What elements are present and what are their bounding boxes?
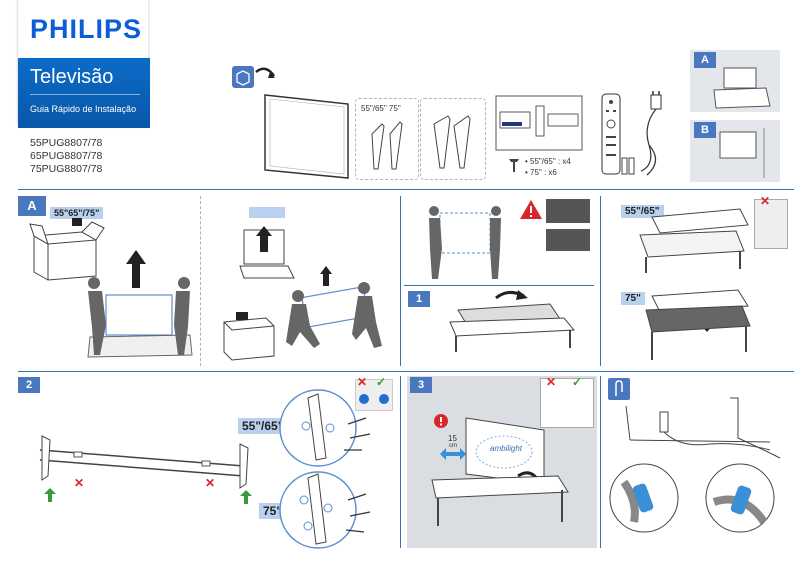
correct-icon: ✓ (376, 375, 386, 389)
warning-detail-image (546, 229, 590, 251)
model-number: 75PUG8807/78 (30, 163, 102, 175)
step-1-badge: 1 (408, 291, 430, 307)
box-bottom-illustration (222, 312, 278, 362)
box-open-illustration (30, 222, 100, 282)
tv-on-table-55-65-illustration (640, 205, 750, 275)
screw-count: • 55"/65" : x4 (525, 157, 571, 166)
lay-tv-on-table-illustration (446, 290, 586, 354)
tabletop-illustration (712, 66, 772, 110)
warning-detail-image (546, 199, 590, 223)
size-label: 55"65"/75" (50, 207, 103, 219)
panel-divider (600, 376, 601, 548)
tv-on-table-75-illustration (646, 290, 756, 362)
screw-count: • 75" : x6 (525, 168, 557, 177)
stand-size-label: 55"/65" 75" (361, 104, 401, 113)
correct-icon: ✓ (572, 375, 582, 389)
zoom-detail-75 (278, 470, 378, 550)
two-people-carry-illustration (420, 205, 510, 281)
size-label-large: 75" (621, 292, 645, 305)
manual-illustration (496, 96, 586, 154)
model-number: 65PUG8807/78 (30, 150, 102, 162)
cable-routing-illustration (620, 398, 790, 458)
option-b-badge: B (694, 122, 716, 138)
screw-icon (507, 155, 521, 175)
tv-with-ambilight-illustration (432, 418, 582, 528)
panel-divider (600, 196, 601, 366)
wall-mount-illustration (718, 128, 778, 178)
section-a-badge: A (18, 196, 46, 216)
incorrect-icon: ✕ (357, 375, 367, 389)
incorrect-icon: ✕ (205, 476, 215, 490)
tv-panel-illustration (262, 92, 352, 182)
panel-divider (400, 376, 401, 548)
panel-divider (400, 196, 401, 366)
ambilight-logo-text: ambilight (490, 444, 522, 453)
size-label-blank (249, 207, 285, 218)
stand-leg-illustration (364, 114, 414, 174)
incorrect-icon: ✕ (74, 476, 84, 490)
model-number: 55PUG8807/78 (30, 137, 102, 149)
guide-title: Guia Rápido de Instalação (30, 104, 136, 114)
zoom-detail-55-65 (278, 388, 378, 468)
title-divider (30, 94, 140, 95)
cable-clip-icon (608, 378, 630, 400)
two-people-lifting-illustration (80, 275, 200, 357)
cable-clip-detail-right (704, 462, 778, 536)
kneeling-people-illustration (286, 266, 386, 352)
brand-logo: PHILIPS (30, 14, 142, 45)
section-divider (18, 371, 794, 372)
incorrect-icon: ✕ (760, 194, 770, 208)
dashed-divider (200, 196, 201, 366)
step-3-badge: 3 (410, 377, 432, 393)
step-2-badge: 2 (18, 377, 40, 393)
warning-icon (520, 200, 542, 220)
step-divider (404, 285, 594, 286)
section-divider (18, 189, 794, 190)
cable-clip-detail-left (608, 462, 682, 536)
remote-control-illustration (600, 94, 624, 176)
stand-leg-illustration (428, 110, 478, 174)
tv-stand-attachment-illustration (22, 436, 262, 506)
product-title: Televisão (30, 66, 113, 89)
power-cord-illustration (633, 95, 683, 177)
incorrect-icon: ✕ (546, 375, 556, 389)
